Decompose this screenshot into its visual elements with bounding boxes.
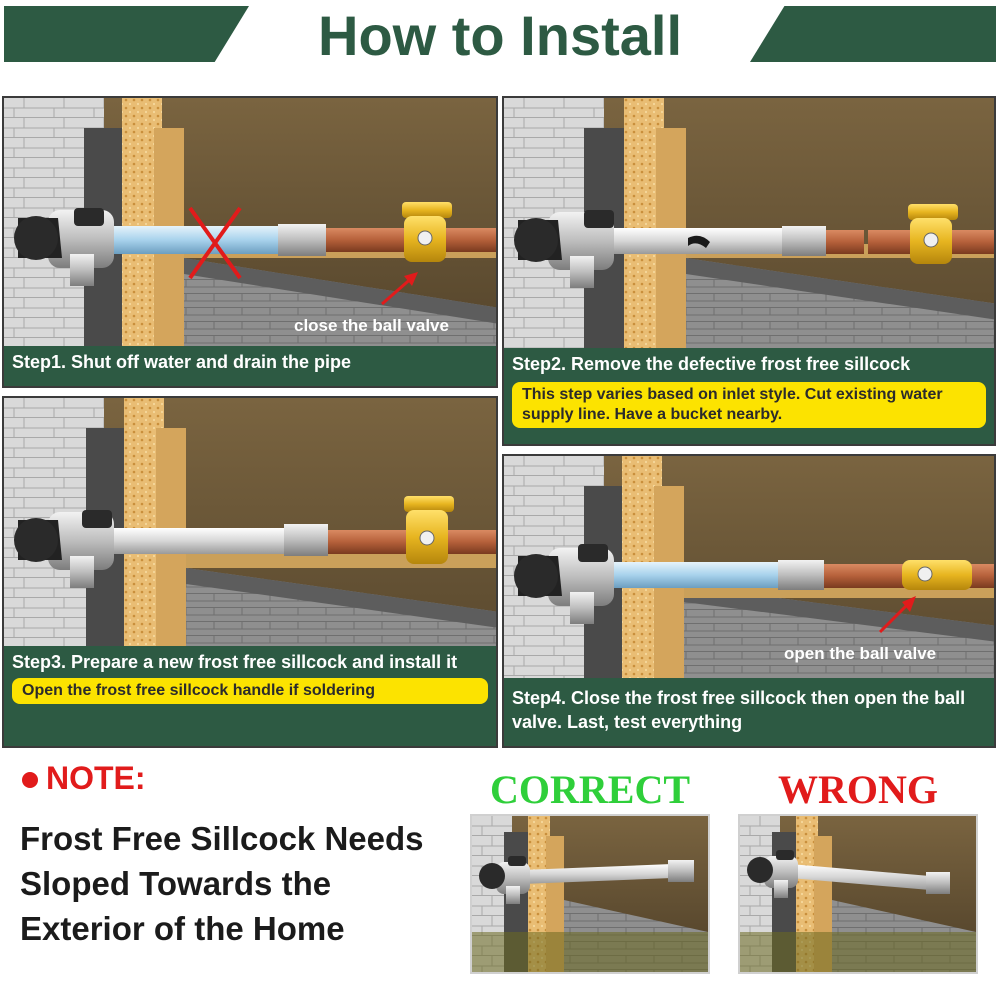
step-1-illustration bbox=[4, 98, 496, 386]
step-1-caption: Step1. Shut off water and drain the pipe bbox=[4, 346, 496, 386]
step-3-tip: Open the frost free sillcock handle if s… bbox=[12, 678, 488, 704]
page-title: How to Install bbox=[318, 4, 682, 67]
step-3-caption: Step3. Prepare a new frost free sillcock… bbox=[4, 646, 496, 746]
wrong-label: WRONG bbox=[778, 767, 938, 812]
step-2-caption: Step2. Remove the defective frost free s… bbox=[504, 348, 994, 444]
step-1-caption-text: Step1. Shut off water and drain the pipe bbox=[12, 352, 352, 372]
step-2-tip: This step varies based on inlet style. C… bbox=[512, 382, 986, 428]
correct-label: CORRECT bbox=[489, 767, 691, 812]
header-banner-right bbox=[750, 6, 996, 62]
note-bullet-icon bbox=[22, 772, 38, 788]
step-2-caption-text: Step2. Remove the defective frost free s… bbox=[512, 354, 911, 374]
step-1-panel: close the ball valve Step1. Shut off wat… bbox=[2, 96, 498, 388]
step-4-panel: open the ball valve Step4. Close the fro… bbox=[502, 454, 996, 748]
note-text: Frost Free Sillcock Needs Sloped Towards… bbox=[20, 820, 424, 947]
note-title: NOTE: bbox=[46, 760, 146, 796]
valve-label-open: open the ball valve bbox=[784, 644, 937, 663]
step-3-panel: Step3. Prepare a new frost free sillcock… bbox=[2, 396, 498, 748]
wrong-slope-illustration bbox=[738, 814, 978, 974]
step-4-caption-text: Step4. Close the frost free sillcock the… bbox=[512, 688, 966, 732]
header-banner-left bbox=[4, 6, 249, 62]
valve-label: close the ball valve bbox=[294, 316, 449, 335]
step-3-caption-text: Step3. Prepare a new frost free sillcock… bbox=[12, 652, 458, 672]
correct-slope-illustration bbox=[470, 814, 710, 974]
step-4-caption: Step4. Close the frost free sillcock the… bbox=[504, 678, 994, 746]
step-2-panel: Step2. Remove the defective frost free s… bbox=[502, 96, 996, 446]
